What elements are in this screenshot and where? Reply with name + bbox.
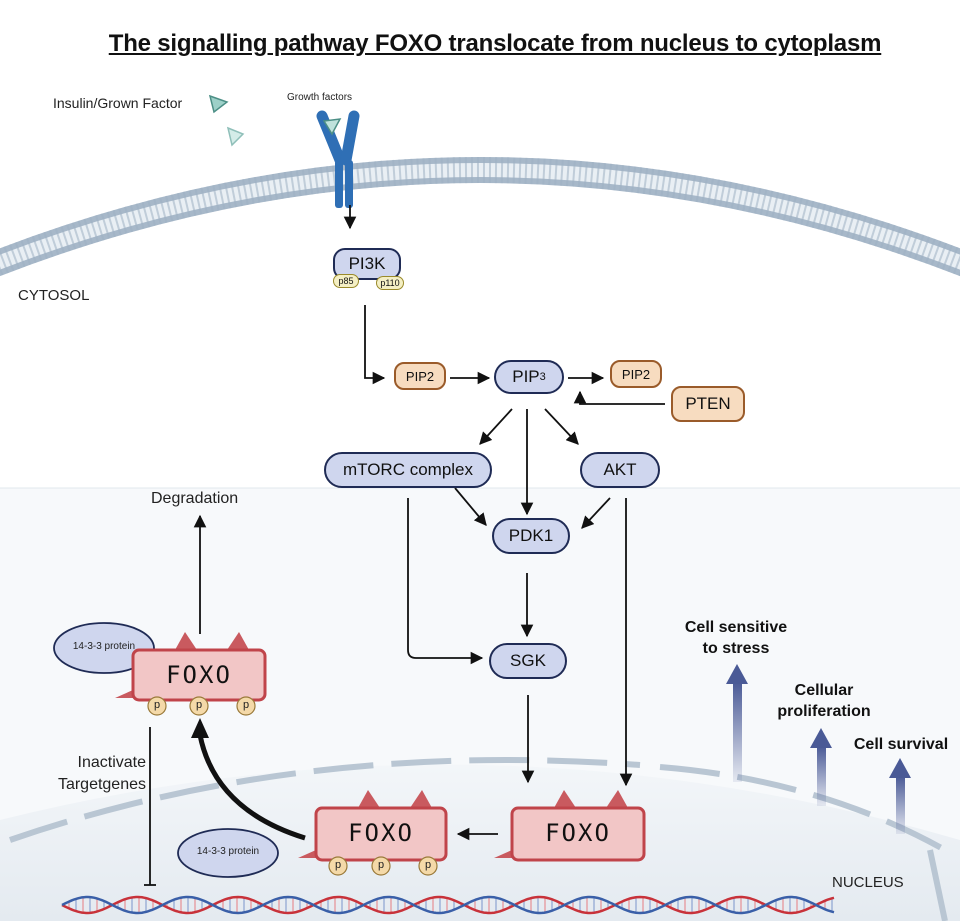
mtorc-label: mTORC complex [342,460,474,479]
targetgenes-label: Targetgenes [57,776,146,793]
ligand-triangle [208,94,229,114]
sgk-label: SGK [510,651,546,670]
foxo-nucleus-left-label: FOXO [348,819,414,847]
cytosol-label: CYTOSOL [18,287,90,304]
akt-label: AKT [603,460,637,479]
phospho-label: p [424,859,432,871]
protein-1433-ellipse [53,622,155,674]
foxo-ear [554,790,576,808]
foxo-tail [115,690,133,698]
phospho-circle [236,696,256,716]
phospho-label: p [153,699,161,711]
p110-subunit: p110 [376,276,404,290]
export-arrow [197,734,306,841]
nuclear-envelope [9,757,641,843]
effect-survival-line1: Cell survival [853,736,949,753]
p85-subunit: p85 [333,274,359,288]
pi3k-node: PI3K [333,248,401,280]
foxo-ear [175,632,197,650]
pdk1-node: PDK1 [492,518,570,554]
p85-label: p85 [338,276,354,286]
phospho-label: p [242,699,250,711]
pip2-right-node: PIP2 [610,360,662,388]
phospho-circle [147,696,167,716]
nucleus-label: NUCLEUS [832,874,904,891]
effect-proliferation-line2: proliferation [777,703,871,720]
foxo-nucleus-right-label: FOXO [545,819,611,847]
insulin-label: Insulin/Grown Factor [53,95,183,111]
foxo-ear [358,790,380,808]
effect-survival: Cell survival [843,734,959,755]
pdk1-label: PDK1 [508,526,554,545]
phospho-circle [328,856,348,876]
pip2-right-label: PIP2 [621,366,651,382]
foxo-tail [298,850,316,858]
pip3-subscript: 3 [539,371,546,383]
foxo-cytoplasm-shape [115,632,267,716]
foxo-cytoplasm-label: FOXO [166,661,232,689]
protein-1433-label-top: 14-3-3 protein [72,641,136,652]
foxo-nucleus-left-shape [298,790,448,876]
dna-helix [61,895,835,915]
phospho-circle [418,856,438,876]
foxo-ear [410,790,432,808]
page-title: The signalling pathway FOXO translocate … [108,30,882,57]
akt-node: AKT [580,452,660,488]
phospho-circle [189,696,209,716]
pip2-left-label: PIP2 [405,368,435,384]
phospho-label: p [377,859,385,871]
pip2-left-node: PIP2 [394,362,446,390]
phospho-label: p [334,859,342,871]
foxo-ear [606,790,628,808]
sgk-node: SGK [489,643,567,679]
protein-1433-label-bottom: 14-3-3 protein [196,846,260,857]
effect-arrows [726,664,911,834]
foxo-ear [227,632,249,650]
growth-factors-label: Growth factors [287,92,353,103]
protein-1433-ellipse [177,828,279,878]
pi3k-label: PI3K [348,254,386,273]
foxo-nucleus-right-shape [494,790,646,862]
degradation-label: Degradation [151,490,239,507]
phospho-circle [371,856,391,876]
effect-proliferation-line1: Cellular [794,682,854,699]
phospho-label: p [195,699,203,711]
p110-label: p110 [380,278,400,288]
ligand-triangle [226,126,245,147]
effect-stress-line1: Cell sensitive [684,619,788,636]
effect-proliferation: Cellular proliferation [762,680,886,722]
inactivate-label: Inactivate [77,754,146,771]
foxo-body [510,806,646,862]
pten-label: PTEN [685,394,731,413]
pten-node: PTEN [671,386,745,422]
foxo-tail [494,850,512,858]
pip3-label: PIP [512,367,540,386]
effect-stress: Cell sensitive to stress [674,617,798,659]
growth-factor-receptor [316,110,360,208]
mtorc-node: mTORC complex [324,452,492,488]
effect-stress-line2: to stress [702,640,770,657]
